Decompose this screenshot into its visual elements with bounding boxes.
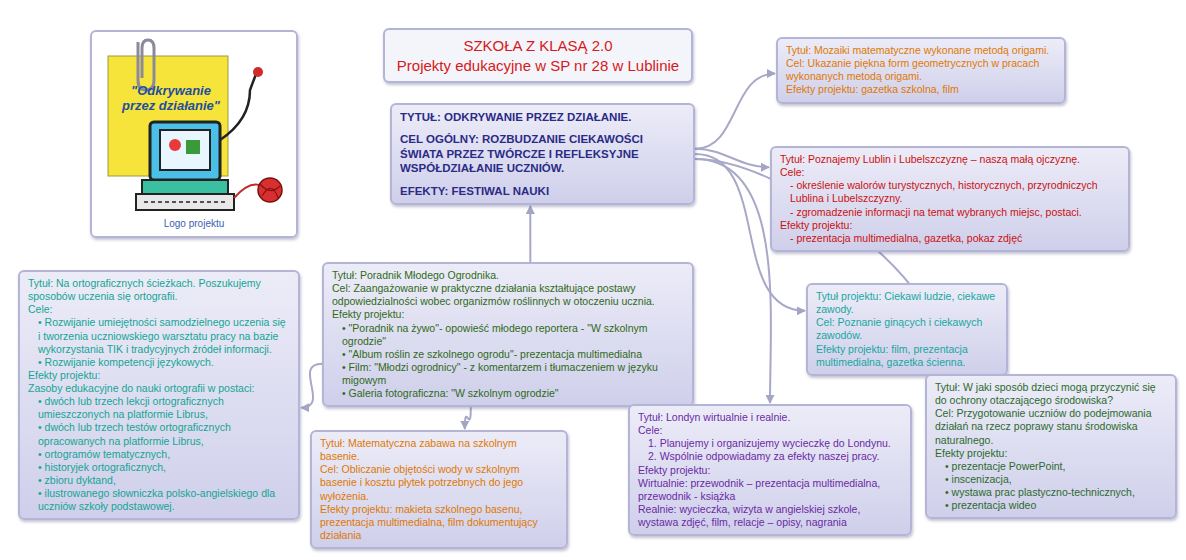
node-text: • Galeria fotograficzna: "W szkolnym ogr… <box>332 387 684 400</box>
connector-arrow <box>465 407 471 429</box>
node-text: SZKOŁA Z KLASĄ 2.0 <box>393 36 683 56</box>
node-text: Tytuł: Mozaiki matematyczne wykonane met… <box>786 44 1056 57</box>
logo-box: "Odkrywanie przez działanie" Logo projekt… <box>90 30 298 238</box>
node-text: • historyjek ortograficznych, <box>28 461 290 474</box>
node-text: Cele: <box>638 424 902 437</box>
node-text: • zbioru dyktand, <box>28 474 290 487</box>
project-box: Tytuł: W jaki sposób dzieci mogą przyczy… <box>925 374 1177 519</box>
main-project-box: TYTUŁ: ODKRYWANIE PRZEZ DZIAŁANIE. CEL OG… <box>390 103 695 205</box>
project-box: Tytuł: Na ortograficznych ścieżkach. Pos… <box>18 270 300 520</box>
node-text: Efekty projektu: <box>28 369 290 382</box>
node-text: Efekty projektu: makieta szkolnego basen… <box>320 503 558 542</box>
node-text: Projekty edukacyjne w SP nr 28 w Lublini… <box>393 56 683 76</box>
node-text: Wirtualnie: przewodnik – prezentacja mul… <box>638 477 902 503</box>
node-text: CEL OGÓLNY: ROZBUDZANIE CIEKAWOŚCI ŚWIAT… <box>400 132 685 175</box>
node-text: 1. Planujemy i organizujemy wycieczkę do… <box>638 437 902 450</box>
node-text: • ilustrowanego słowniczka polsko-angiel… <box>28 487 290 513</box>
node-text: Cel: Obliczanie objętości wody w szkolny… <box>320 463 558 502</box>
project-box: Tytuł projektu: Ciekawi ludzie, ciekawe … <box>806 283 1008 376</box>
node-text: • Rozwijanie kompetencji językowych. <box>28 356 290 369</box>
node-text: Tytuł: Na ortograficznych ścieżkach. Pos… <box>28 277 290 303</box>
connector-arrow <box>695 159 771 403</box>
node-text: Realnie: wycieczka, wizyta w angielskiej… <box>638 503 902 529</box>
node-text: - określenie walorów turystycznych, hist… <box>780 179 1120 205</box>
node-text: Cel: Poznanie ginących i ciekawych zawod… <box>816 316 998 342</box>
node-text: Tytuł: Matematyczna zabawa na szkolnym b… <box>320 437 558 463</box>
node-text: Tytuł: Poradnik Młodego Ogrodnika. <box>332 269 684 282</box>
project-box: Tytuł: Matematyczna zabawa na szkolnym b… <box>310 430 568 549</box>
node-text: EFEKTY: FESTIWAL NAUKI <box>400 184 685 198</box>
node-text: Efekty projektu: gazetka szkolna, film <box>786 83 1056 96</box>
node-text: Efekty projektu: <box>935 447 1167 460</box>
node-text: • Rozwijanie umiejętności samodzielnego … <box>28 316 290 355</box>
node-text: Cel: Zaangażowanie w praktyczne działani… <box>332 282 684 308</box>
node-text: Tytuł projektu: Ciekawi ludzie, ciekawe … <box>816 290 998 316</box>
project-box: Tytuł: Mozaiki matematyczne wykonane met… <box>776 37 1066 104</box>
node-text: Tytuł: Poznajemy Lublin i Lubelszczyznę … <box>780 153 1120 166</box>
node-text: • ortogramów tematycznych, <box>28 448 290 461</box>
node-text: Efekty projektu: <box>332 308 684 321</box>
node-text: • "Album roślin ze szkolnego ogrodu"- pr… <box>332 348 684 361</box>
node-text: • Film: "Młodzi ogrodnicy" - z komentarz… <box>332 361 684 387</box>
project-box: Tytuł: Poradnik Młodego Ogrodnika.Cel: Z… <box>322 262 694 407</box>
project-box: Tytuł: Poznajemy Lublin i Lubelszczyznę … <box>770 146 1130 252</box>
connector-arrow <box>529 206 531 262</box>
node-text: Efekty projektu: <box>780 219 1120 232</box>
node-text: Cel: Przygotowanie uczniów do podejmowan… <box>935 407 1167 446</box>
node-text: • prezentacje PowerPoint, <box>935 460 1167 473</box>
node-text: • dwóch lub trzech testów ortograficznyc… <box>28 421 290 447</box>
node-text: Efekty projektu: <box>638 464 902 477</box>
node-text: Cele: <box>28 303 290 316</box>
node-text: TYTUŁ: ODKRYWANIE PRZEZ DZIAŁANIE. <box>400 110 685 124</box>
node-text: - prezentacja multimedialna, gazetka, po… <box>780 232 1120 245</box>
node-text: Cel: Ukazanie piękna form geometrycznych… <box>786 57 1056 83</box>
connector-arrow <box>301 364 322 408</box>
node-text: • inscenizacja, <box>935 473 1167 486</box>
node-text: Zasoby edukacyjne do nauki ortografii w … <box>28 382 290 395</box>
node-text: • "Poradnik na żywo"- opowieść młodego r… <box>332 322 684 348</box>
title-box: SZKOŁA Z KLASĄ 2.0Projekty edukacyjne w … <box>383 28 693 83</box>
node-text: • prezentacja wideo <box>935 499 1167 512</box>
node-text: Tytuł: Londyn wirtualnie i realnie. <box>638 411 902 424</box>
node-text: - zgromadzenie informacji na temat wybra… <box>780 206 1120 219</box>
node-text: • wystawa prac plastyczno-technicznych, <box>935 486 1167 499</box>
node-text: Cele: <box>780 166 1120 179</box>
logo-illustration <box>90 30 298 238</box>
connector-arrow <box>695 74 775 149</box>
node-text: Tytuł: W jaki sposób dzieci mogą przyczy… <box>935 381 1167 407</box>
node-text: "Odkrywanie przez działanie" <box>122 84 220 114</box>
node-text: Efekty projektu: film, prezentacja multi… <box>816 343 998 369</box>
project-box: Tytuł: Londyn wirtualnie i realnie.Cele:… <box>628 404 912 536</box>
node-text: 2. Wspólnie odpowiadamy za efekty naszej… <box>638 450 902 463</box>
node-text: • dwóch lub trzech lekcji ortograficznyc… <box>28 395 290 421</box>
node-text: Logo projektu <box>92 218 296 231</box>
